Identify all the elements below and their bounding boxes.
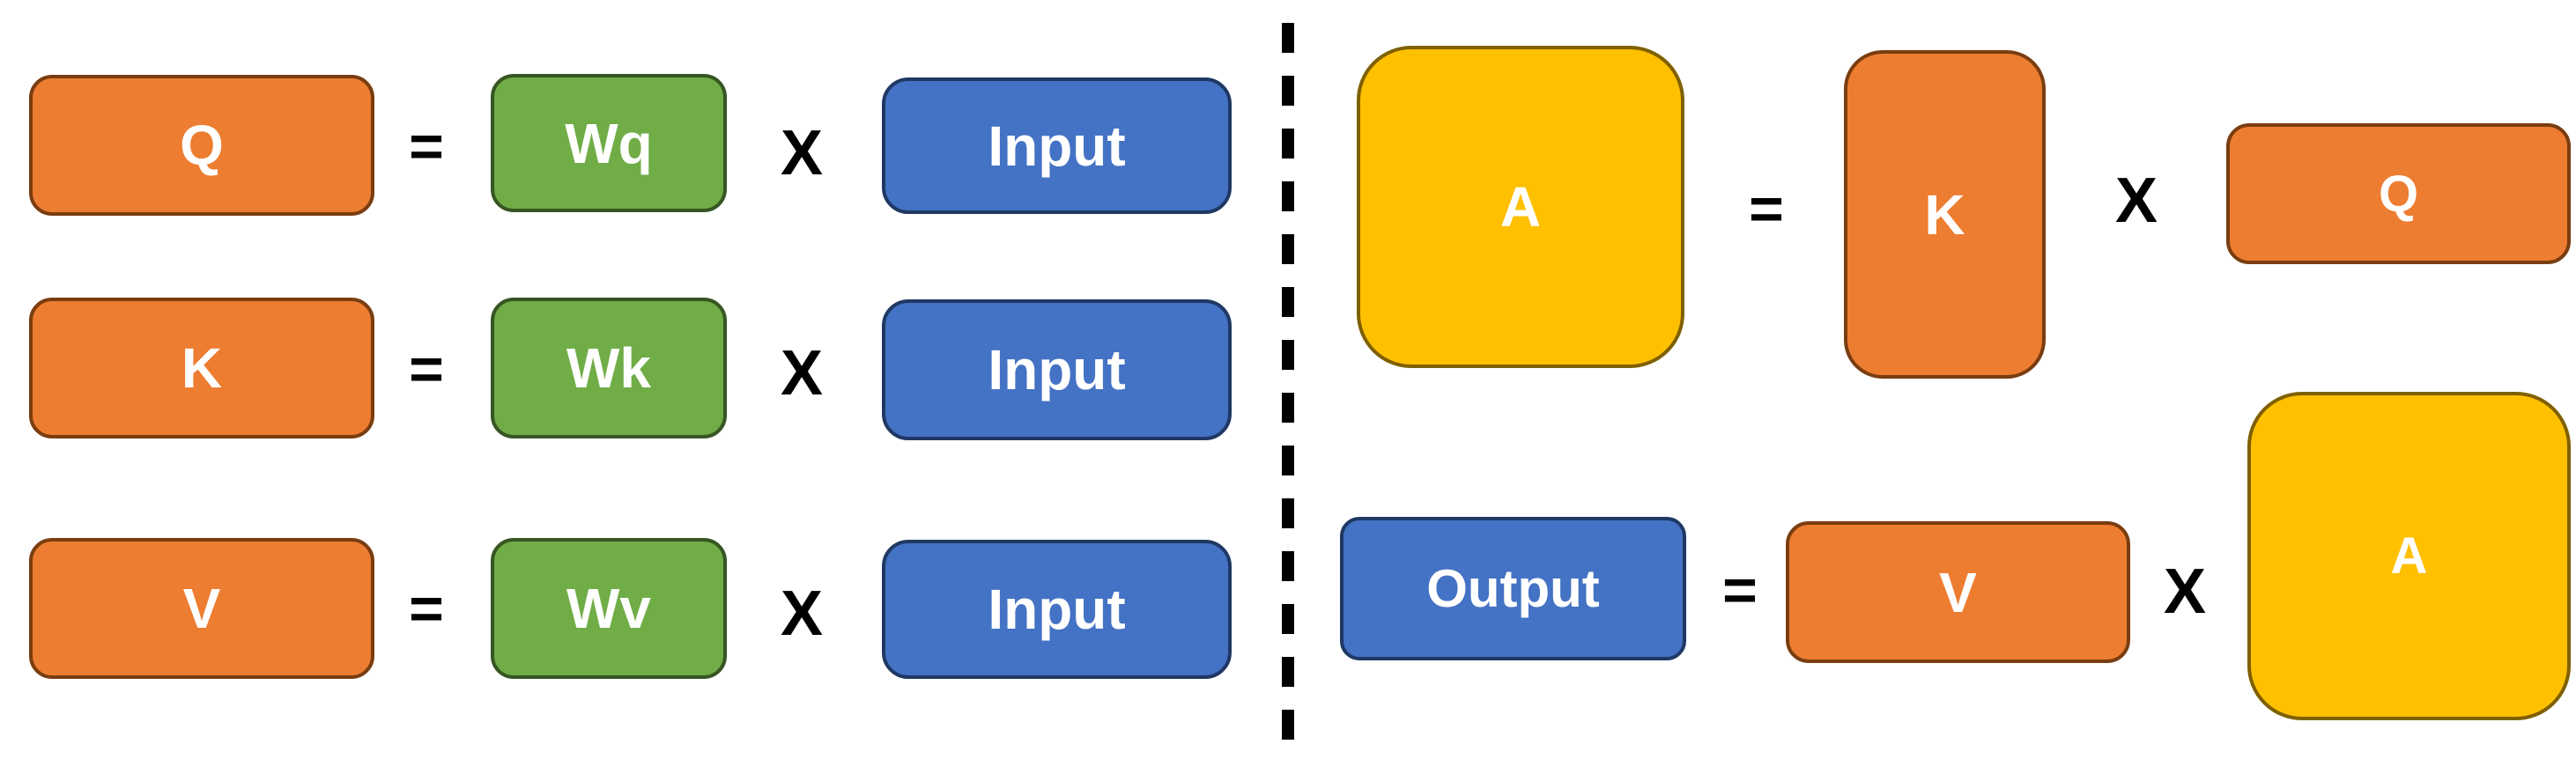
multiply-sign: X — [2114, 166, 2158, 236]
equals-sign: = — [409, 575, 444, 642]
matrix-box-wk-weight: Wk — [491, 298, 727, 438]
matrix-box-input-3: Input — [882, 540, 1232, 679]
matrix-box-k-operand: K — [1844, 50, 2046, 379]
equals-sign: = — [409, 113, 444, 180]
matrix-box-q-operand: Q — [2226, 123, 2571, 264]
matrix-box-v-result: V — [29, 538, 374, 679]
equals-sign: = — [409, 335, 444, 402]
matrix-box-output-result: Output — [1340, 517, 1686, 660]
matrix-box-a-result: A — [1357, 46, 1684, 368]
equals-sign: = — [1722, 556, 1758, 623]
dashed-divider-line — [1282, 23, 1294, 750]
equals-sign: = — [1749, 175, 1784, 242]
matrix-box-input-2: Input — [882, 299, 1232, 440]
multiply-sign: X — [2163, 556, 2207, 627]
matrix-box-wv-weight: Wv — [491, 538, 727, 679]
multiply-sign: X — [780, 578, 824, 649]
matrix-box-v-operand: V — [1786, 521, 2130, 663]
matrix-box-q-result: Q — [29, 75, 374, 216]
matrix-box-a-operand: A — [2247, 392, 2571, 720]
multiply-sign: X — [780, 338, 824, 409]
matrix-box-k-result: K — [29, 298, 374, 438]
multiply-sign: X — [780, 118, 824, 188]
matrix-box-input-1: Input — [882, 77, 1232, 214]
matrix-box-wq-weight: Wq — [491, 74, 727, 212]
